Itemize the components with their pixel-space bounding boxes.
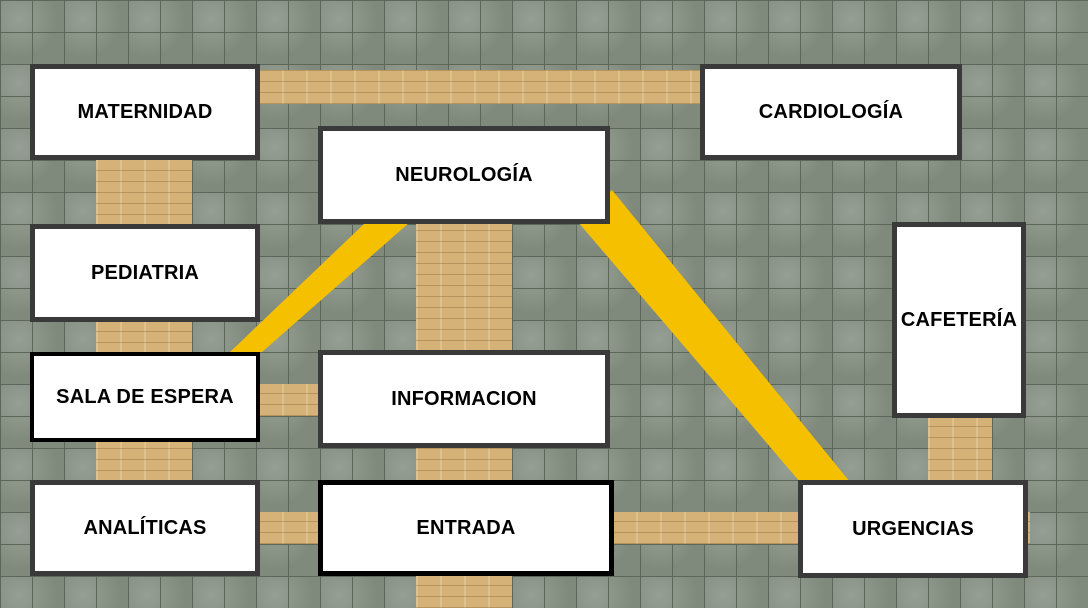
room-informacion[interactable]: INFORMACION — [318, 350, 610, 448]
room-pediatria[interactable]: PEDIATRIA — [30, 224, 260, 322]
room-label: ENTRADA — [416, 516, 516, 539]
room-label: CAFETERÍA — [900, 308, 1018, 331]
corridor-analiticas-entrada — [258, 512, 322, 544]
room-analiticas[interactable]: ANALÍTICAS — [30, 480, 260, 576]
corridor-entrada-exit — [416, 574, 512, 608]
path-sala-neurologia — [230, 222, 410, 352]
room-sala-de-espera[interactable]: SALA DE ESPERA — [30, 352, 260, 442]
room-label: SALA DE ESPERA — [56, 385, 234, 408]
corridor-entrada-urgencias — [612, 512, 804, 544]
room-label: PEDIATRIA — [90, 261, 200, 284]
corridor-pediatria-sala — [96, 320, 192, 354]
corridor-maternidad-cardiologia — [258, 70, 704, 104]
room-cafeteria[interactable]: CAFETERÍA — [892, 222, 1026, 418]
corridor-sala-informacion — [258, 384, 322, 416]
room-maternidad[interactable]: MATERNIDAD — [30, 64, 260, 160]
room-label: INFORMACION — [391, 387, 537, 410]
room-neurologia[interactable]: NEUROLOGÍA — [318, 126, 610, 224]
corridor-neurologia-informacion — [416, 222, 512, 352]
room-entrada[interactable]: ENTRADA — [318, 480, 614, 576]
room-label: ANALÍTICAS — [83, 516, 207, 539]
path-neurologia-urgencias — [578, 190, 850, 482]
corridor-informacion-entrada — [416, 446, 512, 482]
corridor-cafeteria-urgencias — [928, 414, 992, 482]
room-label: NEUROLOGÍA — [395, 163, 533, 186]
room-urgencias[interactable]: URGENCIAS — [798, 480, 1028, 578]
corridor-maternidad-pediatria — [96, 158, 192, 226]
room-label: CARDIOLOGÍA — [758, 100, 904, 123]
room-cardiologia[interactable]: CARDIOLOGÍA — [700, 64, 962, 160]
room-label: MATERNIDAD — [77, 100, 213, 123]
corridor-sala-analiticas — [96, 440, 192, 482]
room-label: URGENCIAS — [852, 517, 974, 540]
